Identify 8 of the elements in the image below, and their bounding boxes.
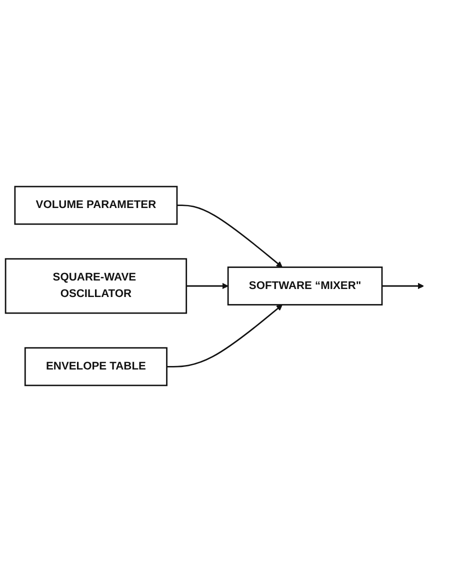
node-box: VOLUME PARAMETER	[14, 185, 178, 224]
node-box: ENVELOPE TABLE	[24, 346, 168, 386]
arrow	[166, 304, 283, 367]
arrow	[176, 204, 283, 267]
arrow	[186, 282, 228, 289]
arrow	[382, 282, 424, 289]
node-box: SOFTWARE “MIXER"	[227, 266, 383, 305]
node-box: SQUARE-WAVE OSCILLATOR	[4, 258, 188, 314]
